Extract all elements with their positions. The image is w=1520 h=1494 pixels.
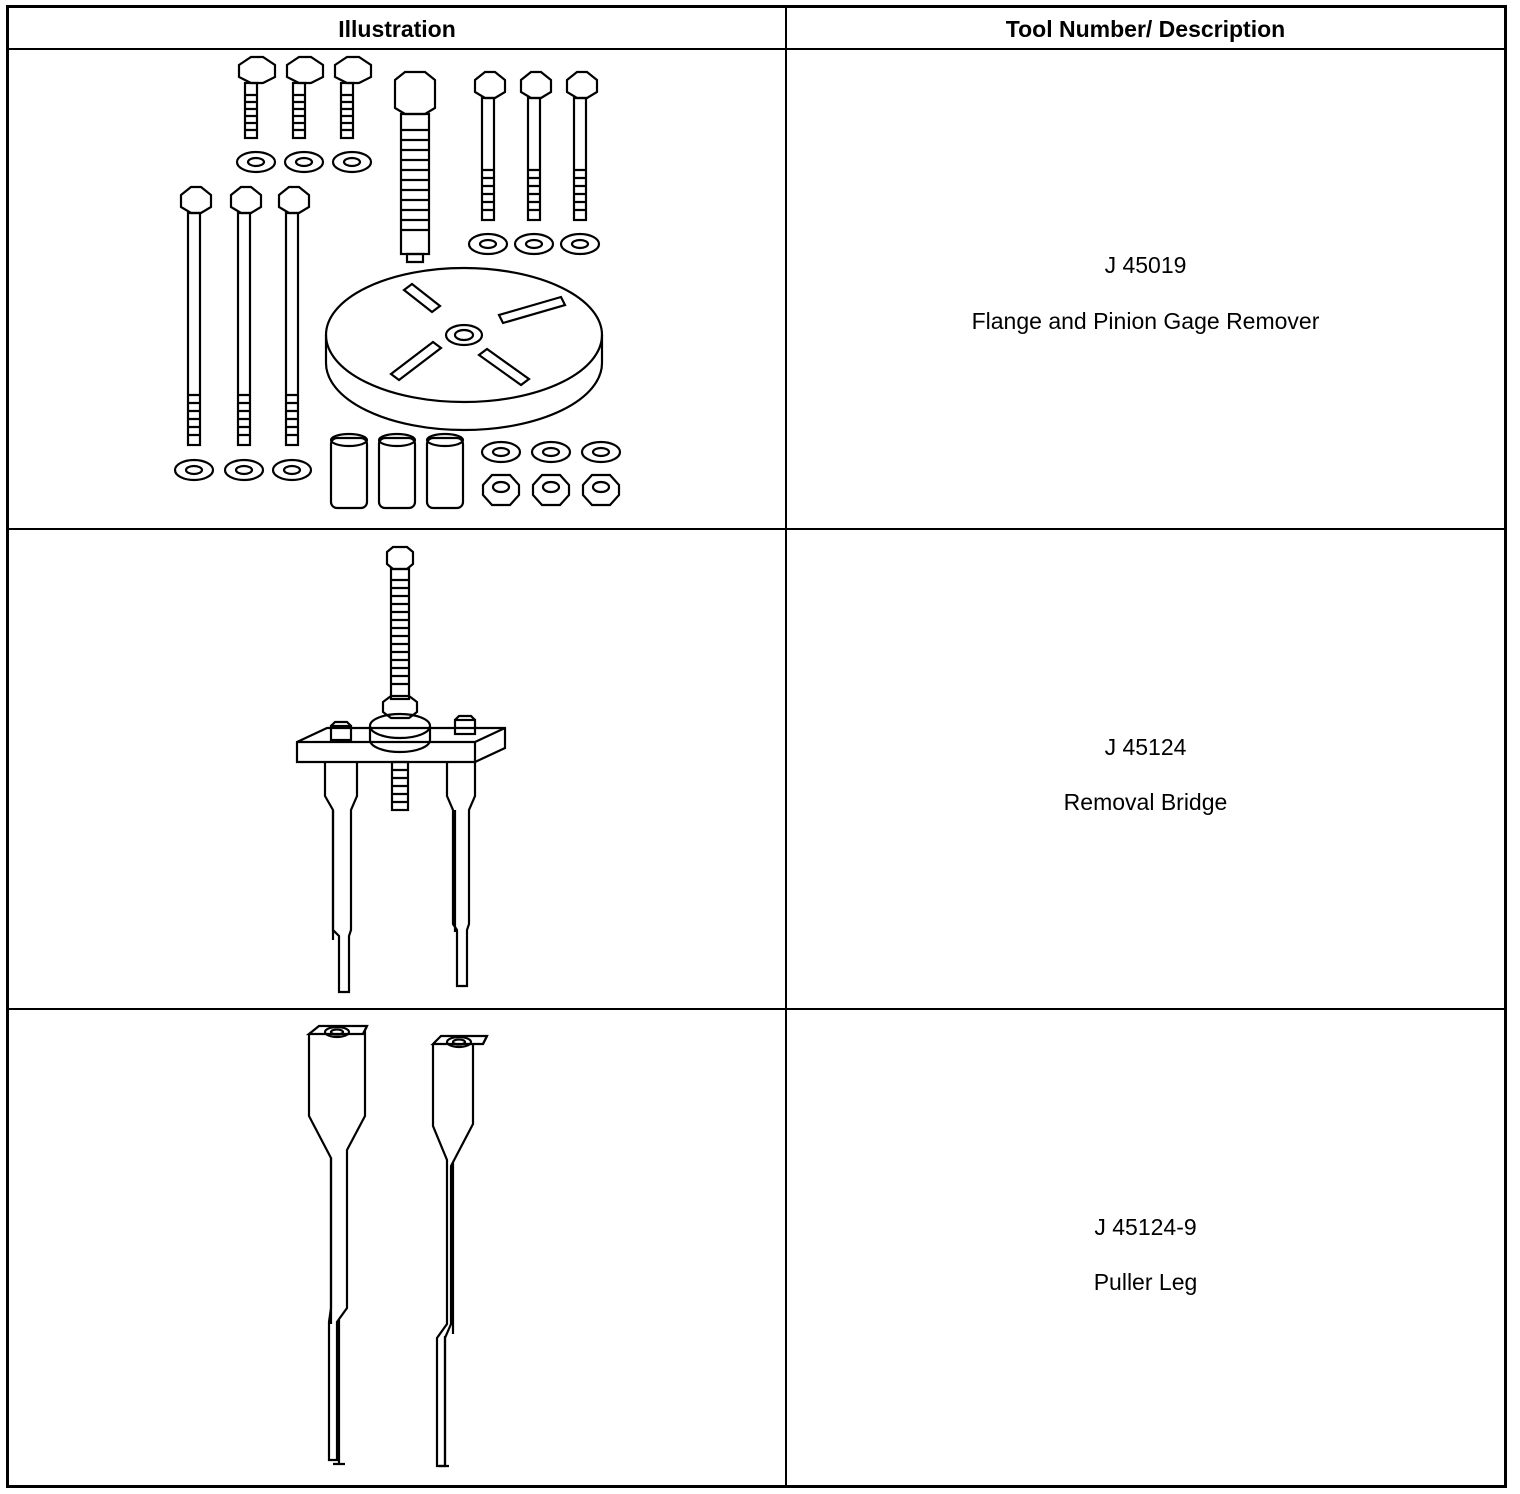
illustration-header: Illustration: [338, 16, 456, 42]
short-bolt-icon: [237, 55, 277, 140]
table-row: J 45124-9 Puller Leg: [9, 1010, 1504, 1485]
tool-table: Illustration Tool Number/ Description: [6, 5, 1507, 1488]
column-divider: [785, 8, 787, 1485]
tool-description: Flange and Pinion Gage Remover: [971, 308, 1320, 334]
tool-header: Tool Number/ Description: [1005, 16, 1286, 42]
tool-description: Puller Leg: [1093, 1269, 1198, 1295]
short-bolt-icon: [285, 55, 325, 140]
table-row: J 45124 Removal Bridge: [9, 530, 1504, 1010]
table-row: J 45019 Flange and Pinion Gage Remover: [9, 50, 1504, 530]
short-bolt-icon: [333, 55, 373, 140]
tool-description: Removal Bridge: [1063, 789, 1228, 815]
tool-description-cell: J 45124-9 Puller Leg: [787, 1010, 1504, 1485]
tool-number: J 45019: [1104, 252, 1187, 278]
header-row: Illustration Tool Number/ Description: [9, 8, 1504, 50]
tool-number: J 45124: [1104, 734, 1187, 760]
puller-kit-parts-icon: [9, 50, 785, 528]
tool-number: J 45124-9: [1094, 1214, 1197, 1240]
removal-bridge-icon: [9, 530, 785, 1008]
puller-leg-pair-icon: [9, 1010, 785, 1485]
tool-description-cell: J 45124 Removal Bridge: [787, 530, 1504, 1008]
tool-description-cell: J 45019 Flange and Pinion Gage Remover: [787, 50, 1504, 528]
